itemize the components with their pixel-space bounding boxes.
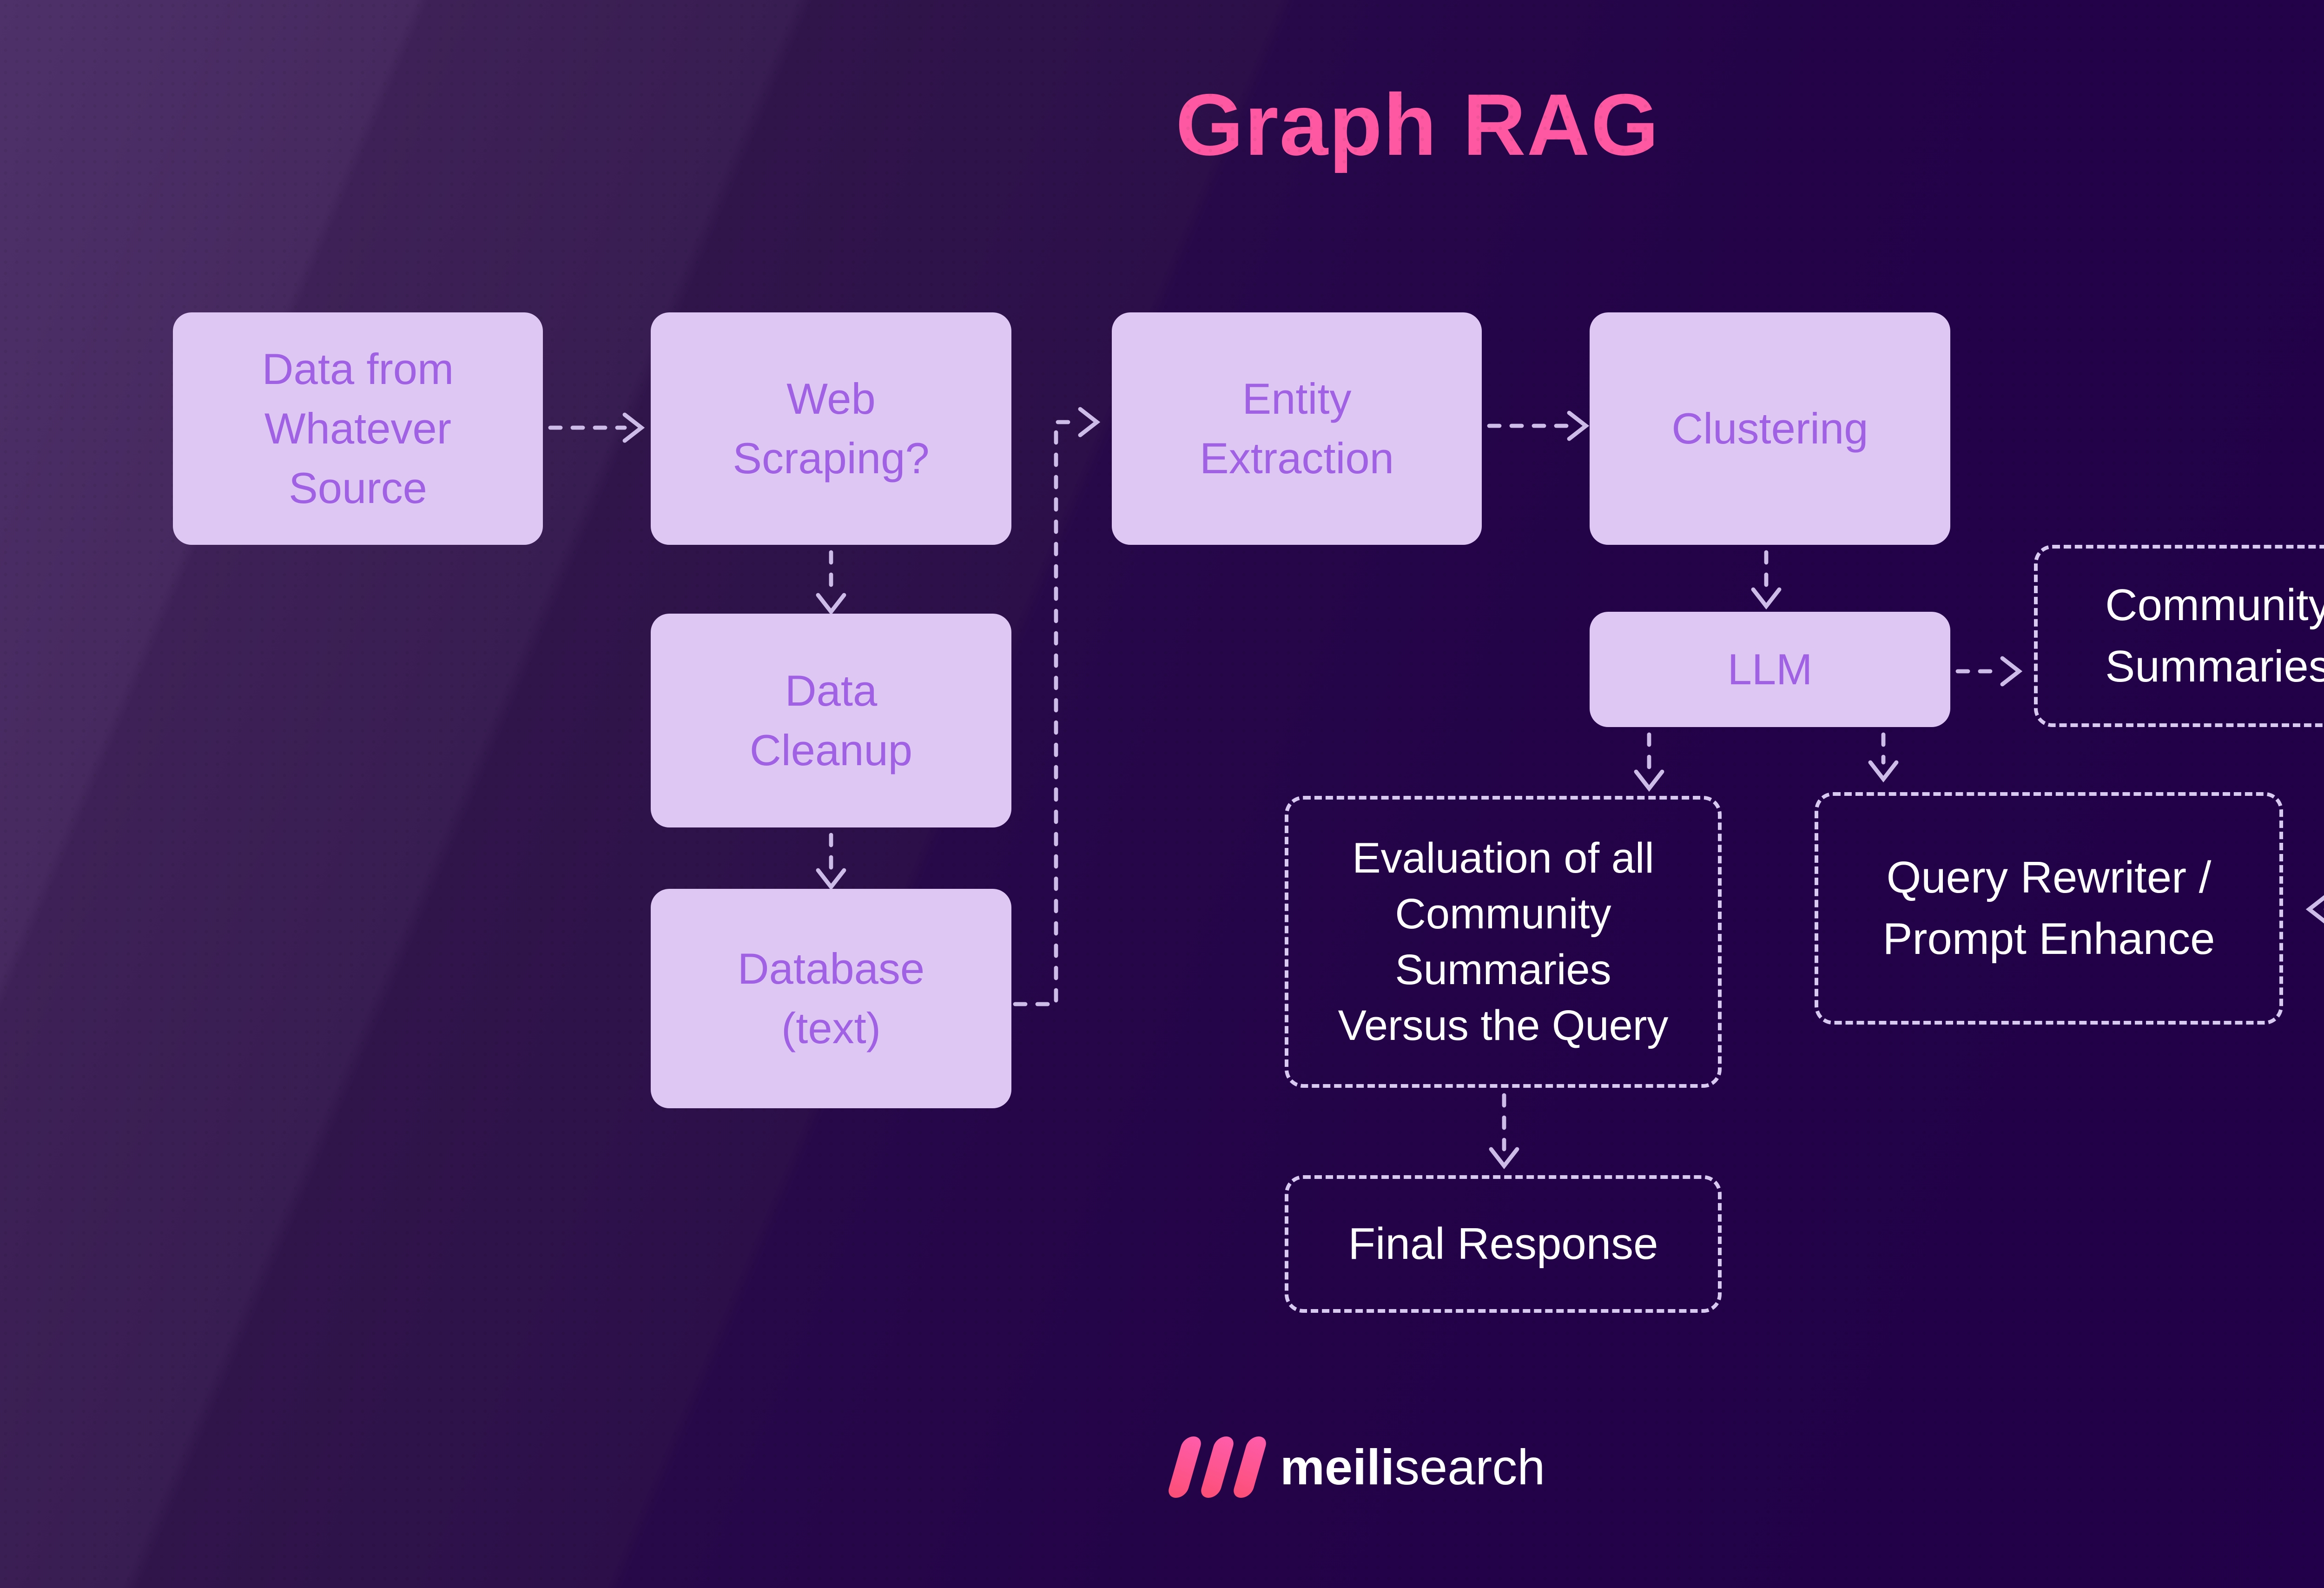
node-final-response: Final Response [1285,1175,1722,1313]
arrowhead-right-icon [622,412,645,443]
edge-data-cleanup-to-database [816,833,846,891]
page-title: Graph RAG [1175,76,1660,173]
node-label-line: Extraction [1200,434,1394,483]
node-entity-extraction: Entity Extraction [1112,312,1482,545]
node-label-line: Web [786,374,876,423]
node-label-line: Data [785,666,878,715]
node-label-line: Data from [262,344,454,393]
node-label-line: Whatever [264,404,452,453]
node-label-line: Summaries [2105,642,2324,691]
node-label-line: Database [737,944,925,993]
meilisearch-wordmark: meilisearch [1280,1432,1545,1502]
node-label-line: Entity [1242,374,1352,423]
node-label-line: Clustering [1671,404,1868,453]
node-label-line: Community [1395,890,1611,938]
node-community-summaries: Community Summaries [2034,545,2324,727]
meilisearch-logo: meilisearch [1166,1432,1545,1502]
edge-user-input-to-query-rewriter [2305,895,2324,924]
edge-evaluation-to-final-response [1489,1093,1519,1170]
node-label-line: Evaluation of all [1352,834,1654,882]
logo-text-regular: search [1394,1439,1545,1495]
edge-llm-to-query-rewriter [1868,732,1899,783]
arrowhead-right-icon [1567,410,1590,441]
arrowhead-down-icon [1751,587,1782,610]
node-label-line: LLM [1727,645,1813,694]
node-clustering: Clustering [1590,312,1950,545]
arrowhead-down-icon [816,868,846,891]
node-query-rewriter: Query Rewriter / Prompt Enhance [1815,792,2283,1025]
node-label-line: Prompt Enhance [1882,914,2215,964]
edge-data-source-to-web-scraping [548,412,645,443]
node-label-line: Community [2105,580,2324,630]
node-label-line: (text) [781,1004,881,1052]
arrowhead-right-icon [1078,407,1101,437]
arrowhead-right-icon [2000,656,2023,687]
edge-entity-extraction-to-clustering [1487,410,1590,441]
node-web-scraping: Web Scraping? [651,312,1011,545]
node-label-line: Cleanup [749,726,913,774]
node-label-line: Source [289,463,427,512]
node-label-line: Versus the Query [1338,1002,1669,1049]
node-label-line: Final Response [1348,1219,1658,1269]
node-evaluation: Evaluation of all Community Summaries Ve… [1285,796,1722,1088]
edge-clustering-to-llm [1751,550,1782,610]
edge-database-to-entity-extraction [1013,407,1101,1006]
meilisearch-stripes-icon [1166,1436,1268,1498]
node-label-line: Query Rewriter / [1886,853,2212,902]
arrowhead-down-icon [1489,1147,1519,1170]
node-label-line: Scraping? [733,434,930,483]
edge-web-scraping-to-data-cleanup [816,550,846,615]
node-label-line: Summaries [1395,946,1611,993]
node-llm: LLM [1590,612,1950,727]
arrowhead-left-icon [2305,895,2324,924]
node-database-text: Database (text) [651,889,1011,1108]
node-data-source: Data from Whatever Source [173,312,543,545]
edge-llm-to-evaluation [1634,732,1664,792]
node-data-cleanup: Data Cleanup [651,614,1011,827]
arrowhead-down-icon [816,593,846,615]
edge-llm-to-community-summaries [1955,656,2023,687]
arrowhead-down-icon [1868,760,1899,783]
logo-text-bold: meili [1280,1439,1395,1495]
arrowhead-down-icon [1634,769,1664,792]
